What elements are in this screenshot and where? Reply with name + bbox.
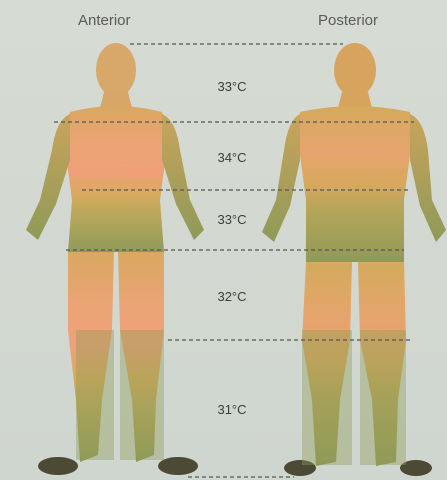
anterior-figure [26, 43, 204, 475]
anterior-head [96, 43, 136, 97]
zone-temp-chest: 34°C [217, 150, 246, 165]
anterior-label: Anterior [78, 12, 131, 29]
zone-temp-abdomen: 33°C [217, 212, 246, 227]
posterior-figure [262, 43, 446, 476]
posterior-label: Posterior [318, 12, 378, 29]
zone-temp-thigh: 32°C [217, 289, 246, 304]
anterior-right-arm [162, 114, 204, 240]
anterior-neck [100, 92, 132, 108]
posterior-neck [338, 92, 372, 108]
anterior-left-arm [26, 114, 70, 240]
zone-temp-lower-leg: 31°C [217, 402, 246, 417]
posterior-left-arm [262, 114, 300, 242]
posterior-torso [298, 106, 412, 262]
posterior-right-arm [410, 114, 446, 242]
anterior-torso [64, 106, 168, 252]
anterior-left-foot [38, 457, 78, 475]
posterior-head [334, 43, 376, 97]
zone-temp-head: 33°C [217, 79, 246, 94]
